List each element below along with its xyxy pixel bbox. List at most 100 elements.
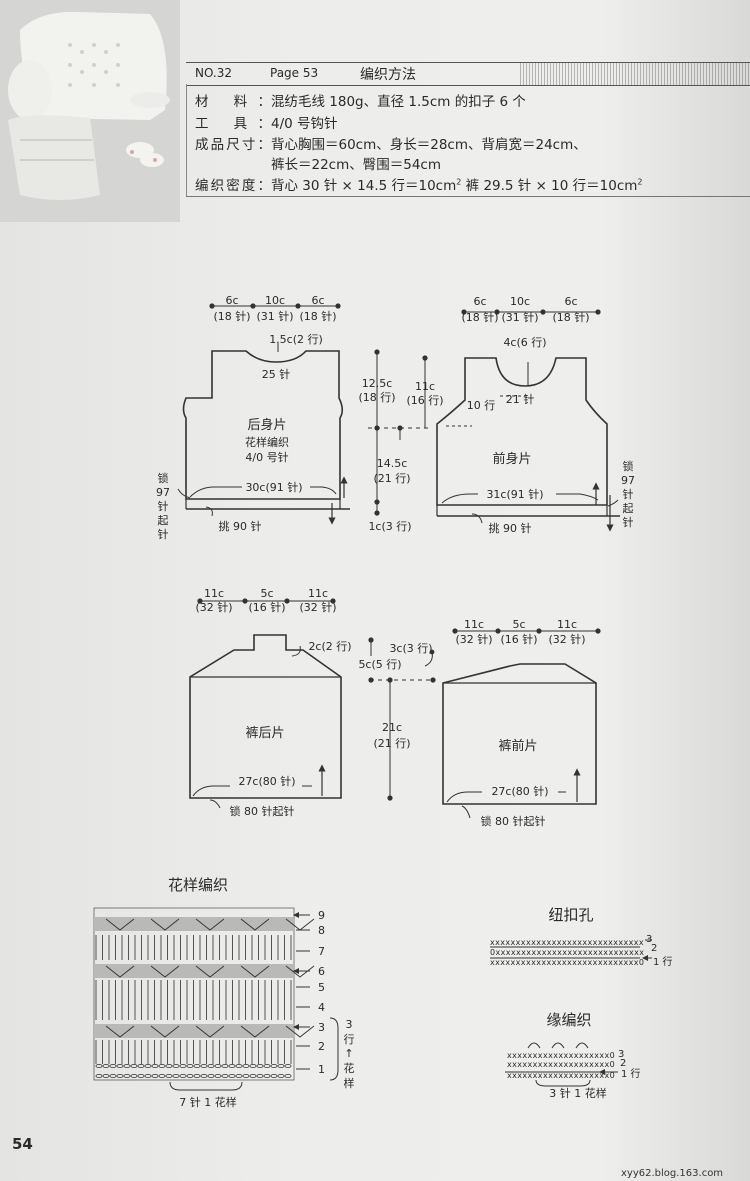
chain-mark bbox=[123, 1063, 131, 1069]
garment-photo bbox=[0, 0, 180, 222]
spec-size-2: 裤长＝22cm、臀围＝54cm bbox=[271, 157, 442, 173]
chain-mark bbox=[179, 1063, 187, 1069]
chain-mark bbox=[249, 1063, 257, 1069]
chain-mark bbox=[144, 1063, 152, 1069]
chain-mark bbox=[200, 1063, 208, 1069]
front-neck-depth: 4c(6 行) bbox=[503, 336, 546, 349]
watermark: xyy62.blog.163.com bbox=[621, 1168, 724, 1179]
chain-mark bbox=[130, 1063, 138, 1069]
repeat-v-3: ↑ bbox=[344, 1047, 353, 1060]
fan-mark bbox=[285, 965, 315, 978]
pants-front-outline bbox=[442, 663, 597, 805]
pants-back-outline bbox=[189, 634, 342, 799]
pants-front-bottom: 27c(80 针) bbox=[491, 784, 548, 798]
pants-rise-2: 5c(5 行) bbox=[358, 658, 401, 671]
front-bottom-width: 31c(91 针) bbox=[486, 487, 543, 501]
chain-mark bbox=[165, 1063, 173, 1069]
chain-mark bbox=[109, 1073, 117, 1079]
back-bottom-width: 30c(91 针) bbox=[245, 480, 302, 494]
buttonhole-chart bbox=[490, 939, 652, 961]
chain-mark bbox=[144, 1073, 152, 1079]
page-ref: Page 53 bbox=[270, 66, 319, 80]
chain-mark bbox=[284, 1073, 292, 1079]
front-st-1: (18 针) bbox=[461, 310, 498, 324]
chain-mark bbox=[235, 1063, 243, 1069]
pants-front-st-3: (32 针) bbox=[548, 632, 585, 646]
buttonhole-row-3: 3 bbox=[646, 934, 652, 945]
back-chain-5: 针 bbox=[158, 527, 169, 541]
pants-front-st-1: (32 针) bbox=[455, 632, 492, 646]
chain-mark bbox=[179, 1073, 187, 1079]
front-st-3: (18 针) bbox=[552, 310, 589, 324]
chain-mark bbox=[270, 1063, 278, 1069]
pants-front-st-2: (16 针) bbox=[500, 632, 537, 646]
row-label-2: 2 bbox=[318, 1040, 325, 1053]
chain-mark bbox=[151, 1073, 159, 1079]
pattern-chart-grid bbox=[93, 907, 295, 1081]
back-st-1: (18 针) bbox=[213, 309, 250, 323]
buttonhole-row-1-stitches: xxxxxxxxxxxxxxxxxxxxxxxxxxxxx0 bbox=[490, 958, 644, 967]
buttonhole-row-2: 2 bbox=[651, 943, 657, 954]
fan-mark bbox=[240, 1025, 270, 1038]
back-chain-4: 起 bbox=[158, 514, 169, 527]
fan-mark bbox=[285, 1025, 315, 1038]
edge-dim: 1c(3 行) bbox=[368, 520, 411, 533]
chain-mark bbox=[137, 1073, 145, 1079]
pants-front-dim-3: 11c bbox=[557, 618, 577, 631]
front-dim-1: 6c bbox=[473, 295, 486, 308]
pants-back-dim-2: 5c bbox=[260, 587, 273, 600]
pants-length-rows: (21 行) bbox=[373, 737, 410, 750]
chain-mark bbox=[207, 1063, 215, 1069]
chain-mark bbox=[207, 1073, 215, 1079]
chain-mark bbox=[228, 1063, 236, 1069]
fan-mark bbox=[150, 918, 180, 931]
back-chain-1: 锁 bbox=[158, 471, 169, 485]
chain-mark bbox=[165, 1073, 173, 1079]
pattern-number: NO.32 bbox=[195, 66, 233, 80]
row-label-4: 4 bbox=[318, 1001, 325, 1014]
body-rows: (21 行) bbox=[373, 472, 410, 485]
front-dim-2: 10c bbox=[510, 295, 530, 308]
chain-mark bbox=[270, 1073, 278, 1079]
chain-mark bbox=[95, 1073, 103, 1079]
fan-mark bbox=[195, 965, 225, 978]
chain-mark bbox=[102, 1063, 110, 1069]
pants-front-dim-2: 5c bbox=[512, 618, 525, 631]
edging-row-2: 2 bbox=[620, 1058, 626, 1069]
chain-mark bbox=[263, 1073, 271, 1079]
row-label-3: 3 bbox=[318, 1021, 325, 1034]
pattern-chart-stitches bbox=[95, 918, 315, 1079]
chain-mark bbox=[277, 1073, 285, 1079]
repeat-h: 7 针 1 花样 bbox=[179, 1095, 237, 1109]
spec-materials: 材 料：混纺毛线 180g、直径 1.5cm 的扣子 6 个 bbox=[195, 94, 526, 110]
repeat-v-1: 3 bbox=[346, 1018, 353, 1031]
back-dim-1: 6c bbox=[225, 294, 238, 307]
front-dim-3: 6c bbox=[564, 295, 577, 308]
front-side-rows: 10 行 bbox=[467, 399, 496, 412]
back-dim-2: 10c bbox=[265, 294, 285, 307]
pants-back-st-3: (32 针) bbox=[299, 600, 336, 614]
repeat-v-4: 花 bbox=[344, 1062, 355, 1075]
pants-front-chain: 锁 80 针起针 bbox=[481, 814, 546, 828]
pants-rise: 3c(3 行) bbox=[389, 642, 432, 655]
pants-back-st-1: (32 针) bbox=[195, 600, 232, 614]
edging-title: 缘编织 bbox=[546, 1011, 591, 1029]
edging-row-3-stitches: xxxxxxxxxxxxxxxxxxxx0 bbox=[507, 1051, 615, 1060]
front-st-2: (31 针) bbox=[501, 310, 538, 324]
back-body-title: 后身片 bbox=[247, 417, 286, 433]
pants-front-title: 裤前片 bbox=[498, 738, 537, 754]
fan-mark bbox=[150, 1025, 180, 1038]
front-body-outline bbox=[436, 357, 620, 517]
chain-mark bbox=[221, 1073, 229, 1079]
row-label-9: 9 bbox=[318, 909, 325, 922]
page-number: 54 bbox=[12, 1135, 33, 1153]
chain-mark bbox=[249, 1073, 257, 1079]
edging-row-1: 1 行 bbox=[621, 1067, 641, 1080]
header-bottom-rule bbox=[186, 196, 750, 197]
chain-mark bbox=[256, 1063, 264, 1069]
pants-front-dim-1: 11c bbox=[464, 618, 484, 631]
fan-mark bbox=[195, 918, 225, 931]
chain-mark bbox=[102, 1073, 110, 1079]
